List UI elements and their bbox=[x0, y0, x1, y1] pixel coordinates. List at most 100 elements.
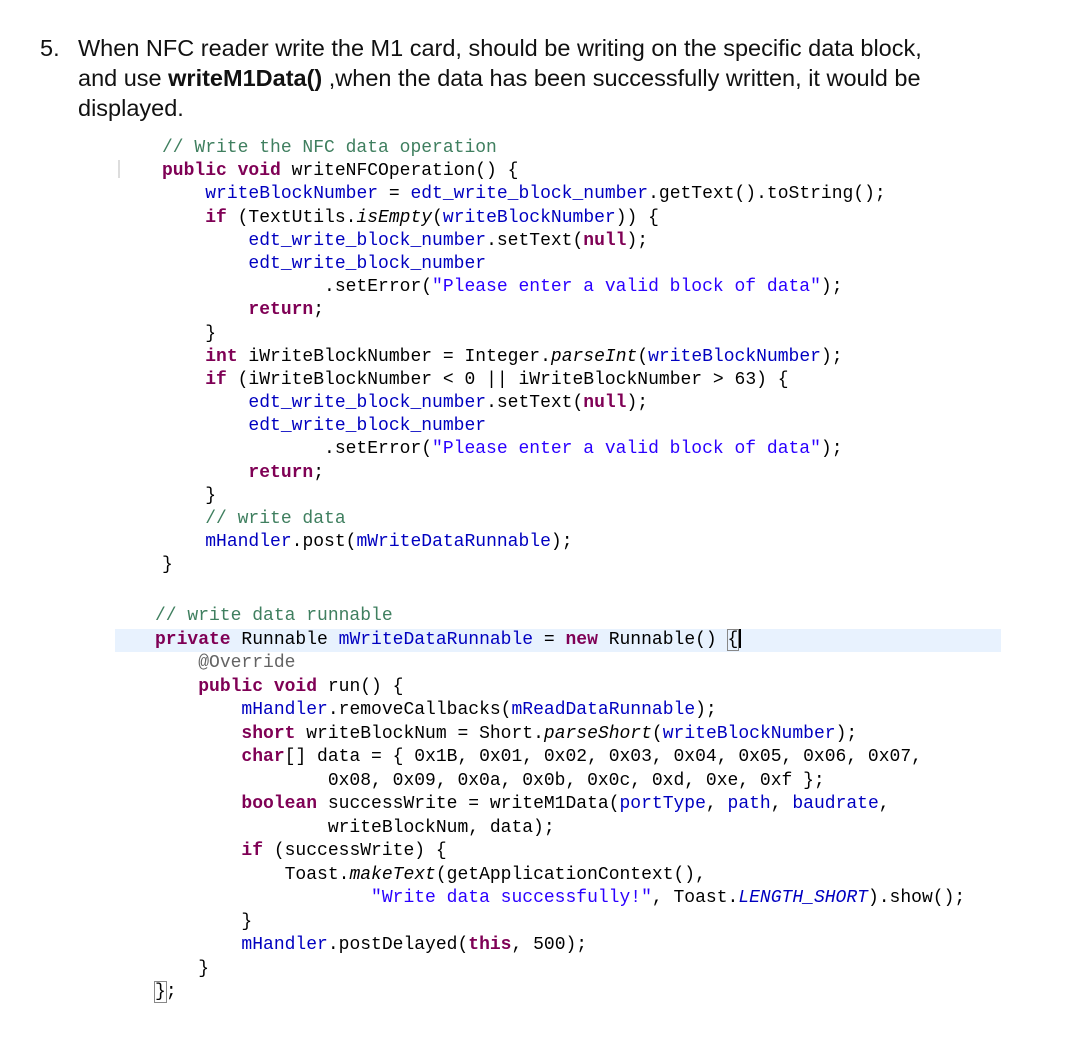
editor-gutter-mark bbox=[118, 160, 120, 178]
method-name-bold: writeM1Data() bbox=[168, 65, 323, 91]
field: mHandler bbox=[241, 700, 328, 720]
code-line: writeBlockNum, data); bbox=[155, 817, 965, 841]
code-line: edt_write_block_number bbox=[162, 415, 886, 438]
annotation: @Override bbox=[198, 653, 296, 673]
code-text: ; bbox=[313, 462, 325, 483]
code-text: ); bbox=[550, 532, 573, 553]
field: portType bbox=[619, 794, 706, 814]
code-line: boolean successWrite = writeM1Data(portT… bbox=[155, 793, 965, 817]
code-line: public void run() { bbox=[155, 676, 965, 700]
field: edt_write_block_number bbox=[248, 253, 487, 274]
keyword: char bbox=[241, 747, 285, 767]
code-text: ); bbox=[695, 700, 717, 720]
code-text: } bbox=[162, 485, 217, 506]
keyword: private bbox=[155, 629, 231, 650]
code-text: iWriteBlockNumber = Integer. bbox=[237, 346, 551, 367]
field: path bbox=[727, 794, 771, 814]
code-text bbox=[155, 724, 241, 744]
code-text: ( bbox=[651, 723, 663, 744]
code-text: ); bbox=[820, 346, 843, 367]
keyword: this bbox=[468, 935, 512, 955]
code-text bbox=[155, 935, 241, 955]
code-text: writeNFCOperation() { bbox=[280, 161, 519, 182]
keyword: return bbox=[248, 300, 314, 321]
heading-line-2-post: ,when the data has been successfully wri… bbox=[322, 65, 921, 91]
code-text: ; bbox=[165, 982, 177, 1002]
code-line: } bbox=[162, 323, 886, 346]
code-line: } bbox=[162, 554, 886, 577]
code-text bbox=[162, 208, 205, 228]
code-text: .removeCallbacks( bbox=[327, 700, 512, 720]
field: mHandler bbox=[241, 935, 328, 955]
code-text bbox=[162, 370, 205, 390]
code-text bbox=[162, 393, 248, 413]
code-text: ); bbox=[820, 277, 843, 298]
step-number: 5. bbox=[40, 35, 60, 61]
code-text bbox=[162, 509, 205, 529]
code-line: return; bbox=[162, 462, 886, 485]
code-text bbox=[155, 841, 241, 861]
code-line: mHandler.post(mWriteDataRunnable); bbox=[162, 531, 886, 554]
code-line: // write data runnable bbox=[155, 605, 965, 629]
code-text: Runnable bbox=[230, 629, 339, 650]
keyword: if bbox=[205, 369, 227, 390]
keyword: boolean bbox=[241, 794, 318, 814]
current-line-highlight bbox=[115, 629, 1001, 652]
code-text: [] data = { 0x1B, 0x01, 0x02, 0x03, 0x04… bbox=[284, 747, 922, 767]
code-line: .setError("Please enter a valid block of… bbox=[162, 276, 886, 299]
static-method: parseInt bbox=[550, 346, 638, 367]
code-line: // write data bbox=[162, 508, 886, 531]
code-text: (successWrite) { bbox=[263, 841, 447, 861]
code-text: , bbox=[770, 794, 793, 814]
field: writeBlockNumber bbox=[205, 184, 379, 205]
code-text: , Toast. bbox=[651, 888, 739, 908]
code-line: char[] data = { 0x1B, 0x01, 0x02, 0x03, … bbox=[155, 746, 965, 770]
code-text: = bbox=[533, 629, 566, 650]
code-text: Toast. bbox=[155, 864, 350, 885]
code-text: ); bbox=[835, 723, 858, 744]
code-text: (TextUtils. bbox=[226, 207, 357, 228]
code-line: edt_write_block_number.setText(null); bbox=[162, 392, 886, 415]
comment: // write data bbox=[205, 509, 346, 529]
code-text: .setError( bbox=[162, 439, 433, 460]
code-text: .setText( bbox=[486, 230, 584, 251]
matched-bracket: } bbox=[154, 981, 167, 1003]
code-text: ).show(); bbox=[867, 888, 966, 908]
code-text: , 500); bbox=[511, 935, 588, 955]
code-line: if (TextUtils.isEmpty(writeBlockNumber))… bbox=[162, 207, 886, 230]
code-line: edt_write_block_number bbox=[162, 253, 886, 276]
code-line: edt_write_block_number.setText(null); bbox=[162, 230, 886, 253]
keyword: if bbox=[241, 841, 264, 861]
field: edt_write_block_number bbox=[248, 230, 487, 251]
field: writeBlockNumber bbox=[648, 346, 821, 367]
comment: // write data runnable bbox=[155, 606, 393, 626]
heading-line-2: and use writeM1Data() ,when the data has… bbox=[78, 63, 921, 93]
code-line: private Runnable mWriteDataRunnable = ne… bbox=[155, 628, 965, 653]
keyword: public void bbox=[162, 161, 281, 182]
code-line: } bbox=[155, 958, 965, 982]
code-line: if (iWriteBlockNumber < 0 || iWriteBlock… bbox=[162, 369, 886, 392]
code-text: (iWriteBlockNumber < 0 || iWriteBlockNum… bbox=[226, 369, 789, 390]
static-method: isEmpty bbox=[356, 207, 433, 228]
code-text: Runnable() bbox=[597, 629, 728, 650]
text-cursor bbox=[739, 629, 742, 649]
code-text bbox=[162, 184, 205, 204]
code-text: (getApplicationContext(), bbox=[435, 864, 706, 885]
code-text bbox=[162, 231, 248, 251]
code-line: public void writeNFCOperation() { bbox=[162, 160, 886, 183]
code-text bbox=[155, 653, 198, 673]
code-text: .postDelayed( bbox=[327, 935, 469, 955]
string-literal: "Please enter a valid block of data" bbox=[432, 277, 821, 298]
code-text: .post( bbox=[291, 532, 357, 553]
keyword: null bbox=[583, 393, 627, 414]
code-text: ( bbox=[432, 207, 443, 228]
code-line: short writeBlockNum = Short.parseShort(w… bbox=[155, 723, 965, 747]
code-text: )) { bbox=[615, 207, 659, 228]
code-line: if (successWrite) { bbox=[155, 840, 965, 864]
code-text: ); bbox=[626, 393, 649, 414]
code-text: = bbox=[378, 184, 411, 205]
code-text bbox=[162, 463, 248, 483]
code-line: return; bbox=[162, 299, 886, 322]
code-line: }; bbox=[154, 981, 965, 1005]
